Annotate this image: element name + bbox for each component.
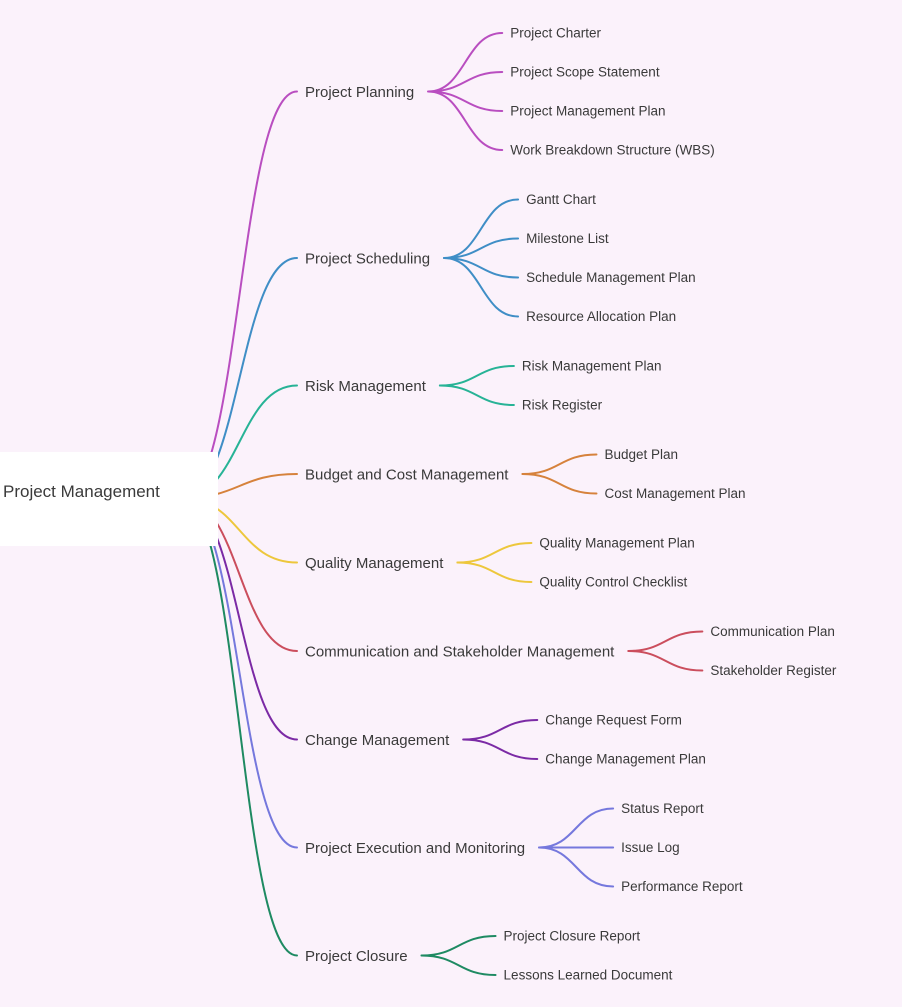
- branch-leaf-link: [521, 453, 598, 475]
- leaf-label[interactable]: Milestone List: [526, 231, 609, 246]
- branch-leaf-link: [521, 473, 598, 495]
- branch-leaf-link: [456, 561, 533, 583]
- root-branch-link: [181, 497, 298, 957]
- leaf-label[interactable]: Resource Allocation Plan: [526, 309, 676, 324]
- leaf-label[interactable]: Work Breakdown Structure (WBS): [510, 143, 715, 158]
- branch-leaf-link: [627, 630, 704, 652]
- branch-label[interactable]: Risk Management: [305, 378, 427, 395]
- root-node[interactable]: Project Management: [0, 452, 218, 546]
- branch-leaf-link: [443, 237, 520, 259]
- leaf-label[interactable]: Lessons Learned Document: [504, 968, 673, 983]
- branch-label[interactable]: Project Planning: [305, 84, 414, 101]
- branch-leaf-link: [443, 257, 520, 318]
- branch-label[interactable]: Quality Management: [305, 555, 444, 572]
- branch-leaf-link: [443, 257, 520, 279]
- branch-leaf-link: [420, 954, 497, 976]
- leaf-label[interactable]: Risk Management Plan: [522, 359, 662, 374]
- branch-leaf-link: [538, 846, 615, 888]
- branch-leaf-link: [538, 807, 615, 849]
- branch-label[interactable]: Project Closure: [305, 948, 408, 965]
- leaf-label[interactable]: Project Charter: [510, 26, 601, 41]
- branch-label[interactable]: Budget and Cost Management: [305, 466, 509, 483]
- branch-leaf-link: [438, 384, 515, 406]
- branch-label[interactable]: Project Execution and Monitoring: [305, 840, 525, 857]
- branch-leaf-link: [427, 71, 504, 93]
- branch-label[interactable]: Project Scheduling: [305, 250, 430, 267]
- leaf-label[interactable]: Budget Plan: [604, 447, 678, 462]
- branch-leaf-link: [462, 738, 539, 760]
- leaf-label[interactable]: Schedule Management Plan: [526, 270, 696, 285]
- leaf-label[interactable]: Change Request Form: [545, 713, 682, 728]
- leaf-label[interactable]: Cost Management Plan: [604, 486, 745, 501]
- branch-leaf-link: [462, 719, 539, 741]
- branch-leaf-link: [443, 198, 520, 259]
- branch-label[interactable]: Communication and Stakeholder Management: [305, 643, 615, 660]
- branch-leaf-link: [627, 650, 704, 672]
- root-branch-link: [181, 90, 298, 499]
- branch-leaf-link: [427, 90, 504, 151]
- root-label: Project Management: [3, 482, 160, 501]
- leaf-label[interactable]: Stakeholder Register: [710, 663, 837, 678]
- leaf-label[interactable]: Project Management Plan: [510, 104, 665, 119]
- leaf-label[interactable]: Gantt Chart: [526, 192, 596, 207]
- leaf-label[interactable]: Quality Management Plan: [539, 536, 694, 551]
- leaf-label[interactable]: Change Management Plan: [545, 752, 706, 767]
- branch-leaf-link: [427, 90, 504, 112]
- leaf-label[interactable]: Performance Report: [621, 879, 743, 894]
- root-branch-link: [181, 497, 298, 849]
- branch-leaf-link: [420, 935, 497, 957]
- branch-label[interactable]: Change Management: [305, 732, 450, 749]
- leaf-label[interactable]: Status Report: [621, 801, 704, 816]
- leaf-label[interactable]: Project Scope Statement: [510, 65, 660, 80]
- branch-leaf-link: [456, 542, 533, 564]
- leaf-label[interactable]: Risk Register: [522, 398, 603, 413]
- leaf-label[interactable]: Project Closure Report: [504, 929, 641, 944]
- leaf-label[interactable]: Issue Log: [621, 840, 680, 855]
- branch-leaf-link: [427, 32, 504, 93]
- leaf-label[interactable]: Quality Control Checklist: [539, 575, 687, 590]
- branch-leaf-link: [438, 365, 515, 387]
- leaf-label[interactable]: Communication Plan: [710, 624, 835, 639]
